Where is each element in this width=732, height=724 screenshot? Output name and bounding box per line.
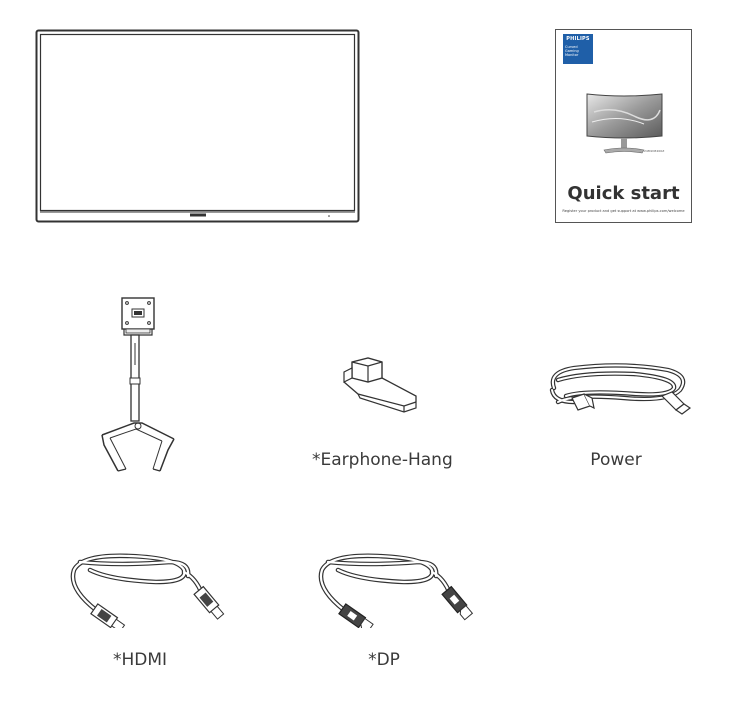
power-label: Power bbox=[590, 450, 642, 470]
hdmi-cable-illustration bbox=[60, 548, 228, 628]
stand-illustration bbox=[98, 295, 178, 475]
earphone-hang-illustration bbox=[340, 356, 420, 420]
dp-label: *DP bbox=[368, 650, 400, 670]
brand-name: PHILIPS bbox=[566, 36, 590, 42]
hdmi-label: *HDMI bbox=[112, 650, 168, 670]
booklet-register-text: Register your product and get support at… bbox=[562, 209, 685, 213]
power-cable-illustration bbox=[544, 358, 694, 418]
booklet-monitor-image bbox=[584, 92, 664, 162]
earphone-hang-label: *Earphone-Hang bbox=[312, 450, 453, 470]
quick-start-booklet: PHILIPS Curved Gaming Monitor 24M1N3200Z… bbox=[555, 29, 692, 223]
dp-cable-illustration bbox=[308, 548, 476, 628]
monitor-illustration bbox=[35, 29, 361, 225]
philips-logo: PHILIPS Curved Gaming Monitor bbox=[563, 34, 593, 64]
booklet-model: 24M1N3200Z bbox=[644, 149, 665, 153]
booklet-title: Quick start bbox=[567, 183, 680, 204]
brand-subtitle: Curved Gaming Monitor bbox=[565, 45, 579, 57]
